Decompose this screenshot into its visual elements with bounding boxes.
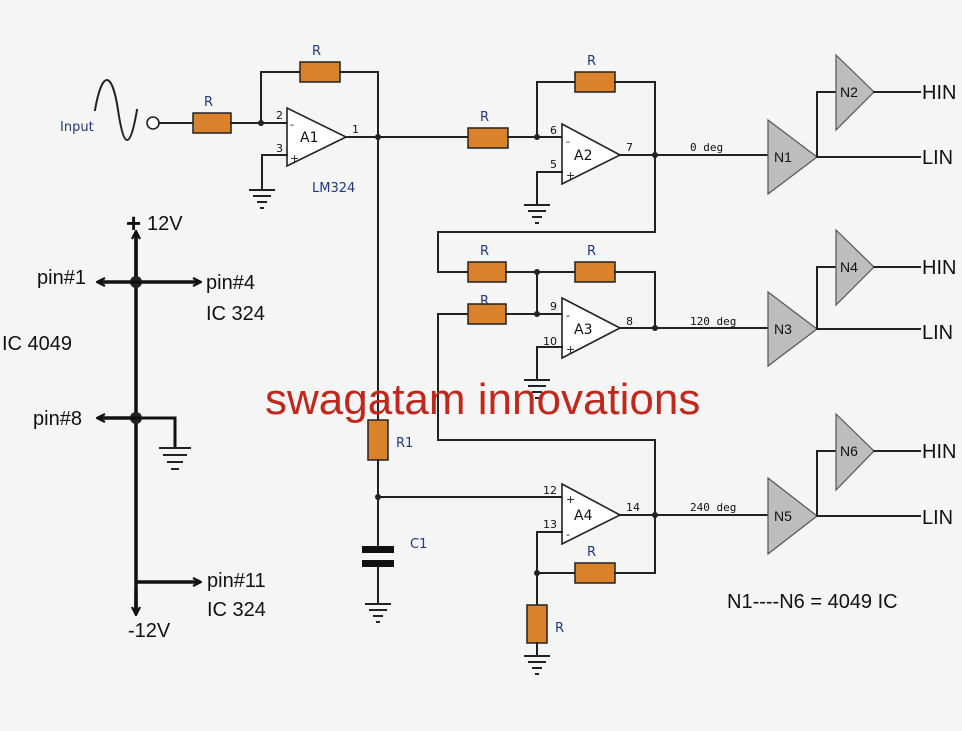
resistor-input: [192, 112, 232, 134]
opamp-a4-label: A4: [574, 508, 593, 524]
opamp-a1: [286, 106, 348, 168]
svg-text:12: 12: [543, 484, 557, 497]
svg-text:+: +: [566, 493, 575, 506]
svg-text:-: -: [566, 135, 570, 148]
opamp-a3: [561, 296, 622, 360]
opamp-a4: [561, 482, 622, 546]
watermark-text: swagatam innovations: [265, 375, 700, 424]
gate-n1: [767, 118, 818, 196]
resistor-label: R: [480, 244, 489, 259]
r1-label: R1: [396, 436, 413, 451]
phase-120-label: 120 deg: [690, 315, 736, 328]
sine-wave-symbol: [93, 79, 139, 141]
resistor-a2-feedback: [574, 71, 616, 93]
gate-n6-label: N6: [840, 443, 858, 459]
phase-0-label: 0 deg: [690, 141, 723, 154]
resistor-a1-feedback: [299, 61, 341, 83]
phase-240-label: 240 deg: [690, 501, 736, 514]
svg-text:13: 13: [543, 518, 557, 531]
gate-n1-label: N1: [774, 149, 792, 165]
gate-n4: [835, 228, 875, 307]
pin4-label: pin#4: [206, 272, 255, 294]
resistor-label: R: [204, 95, 213, 110]
gate-n2: [835, 53, 875, 132]
resistor-label: R: [587, 545, 596, 560]
ground-symbol: [159, 447, 191, 470]
gate-n6: [835, 412, 875, 492]
ic324-label: IC 324: [207, 599, 266, 621]
c1-label: C1: [410, 537, 427, 552]
resistor-label: R: [312, 44, 321, 59]
gate-n2-label: N2: [840, 84, 858, 100]
svg-text:5: 5: [550, 158, 557, 171]
opamp-a1-label: A1: [300, 130, 318, 146]
minus-12v-label: -12V: [128, 620, 171, 642]
resistor-a4-feedback: [574, 562, 616, 584]
ground-symbol: [249, 189, 275, 209]
svg-text:-: -: [566, 528, 570, 541]
opamp-a2: [561, 122, 622, 186]
lin-label: LIN: [922, 322, 953, 344]
svg-text:+: +: [566, 169, 575, 182]
resistor-a3-input-a: [467, 261, 507, 283]
opamp-a2-label: A2: [574, 148, 592, 164]
lin-label: LIN: [922, 507, 953, 529]
svg-text:+: +: [566, 343, 575, 356]
ic4049-label: IC 4049: [2, 333, 72, 355]
svg-text:9: 9: [550, 300, 557, 313]
svg-text:8: 8: [626, 315, 633, 328]
resistor-label: R: [480, 294, 489, 309]
plus-sign: +: [126, 208, 141, 238]
gate-n4-label: N4: [840, 259, 858, 275]
svg-text:6: 6: [550, 124, 557, 137]
svg-text:10: 10: [543, 335, 557, 348]
gate-n5-label: N5: [774, 508, 792, 524]
ground-symbol: [524, 204, 550, 224]
svg-text:14: 14: [626, 501, 640, 514]
hin-label: HIN: [922, 82, 956, 104]
gate-n3: [767, 290, 818, 368]
ground-symbol: [524, 655, 550, 675]
capacitor-c1: [362, 546, 394, 553]
hin-label: HIN: [922, 441, 956, 463]
svg-text:1: 1: [352, 123, 359, 136]
resistor-label: R: [555, 621, 564, 636]
pin11-label: pin#11: [207, 570, 266, 592]
pin1-label: pin#1: [37, 267, 86, 289]
svg-text:-: -: [566, 309, 570, 322]
opamp-a3-label: A3: [574, 322, 592, 338]
svg-text:+: +: [290, 152, 299, 165]
gate-n3-label: N3: [774, 321, 792, 337]
resistor-label: R: [587, 54, 596, 69]
legend-text: N1----N6 = 4049 IC: [727, 591, 898, 613]
svg-text:7: 7: [626, 141, 633, 154]
ic324-label: IC 324: [206, 303, 265, 325]
ground-symbol: [365, 603, 391, 623]
power-supply-diagram: [98, 232, 200, 614]
gate-n5: [767, 476, 818, 556]
hin-label: HIN: [922, 257, 956, 279]
lin-label: LIN: [922, 147, 953, 169]
resistor-a2-input: [467, 127, 509, 149]
ic-lm324-label: LM324: [312, 181, 355, 196]
resistor-a4-ground: [526, 604, 548, 644]
resistor-r1: [367, 419, 389, 461]
input-label: Input: [60, 120, 94, 135]
plus-12v-label: 12V: [147, 213, 183, 235]
svg-text:2: 2: [276, 109, 283, 122]
resistor-a3-feedback: [574, 261, 616, 283]
input-terminal: [146, 116, 160, 130]
ground-symbol: [524, 379, 550, 399]
resistor-label: R: [480, 110, 489, 125]
pin8-label: pin#8: [33, 408, 82, 430]
svg-text:3: 3: [276, 142, 283, 155]
resistor-label: R: [587, 244, 596, 259]
svg-text:-: -: [290, 118, 294, 131]
